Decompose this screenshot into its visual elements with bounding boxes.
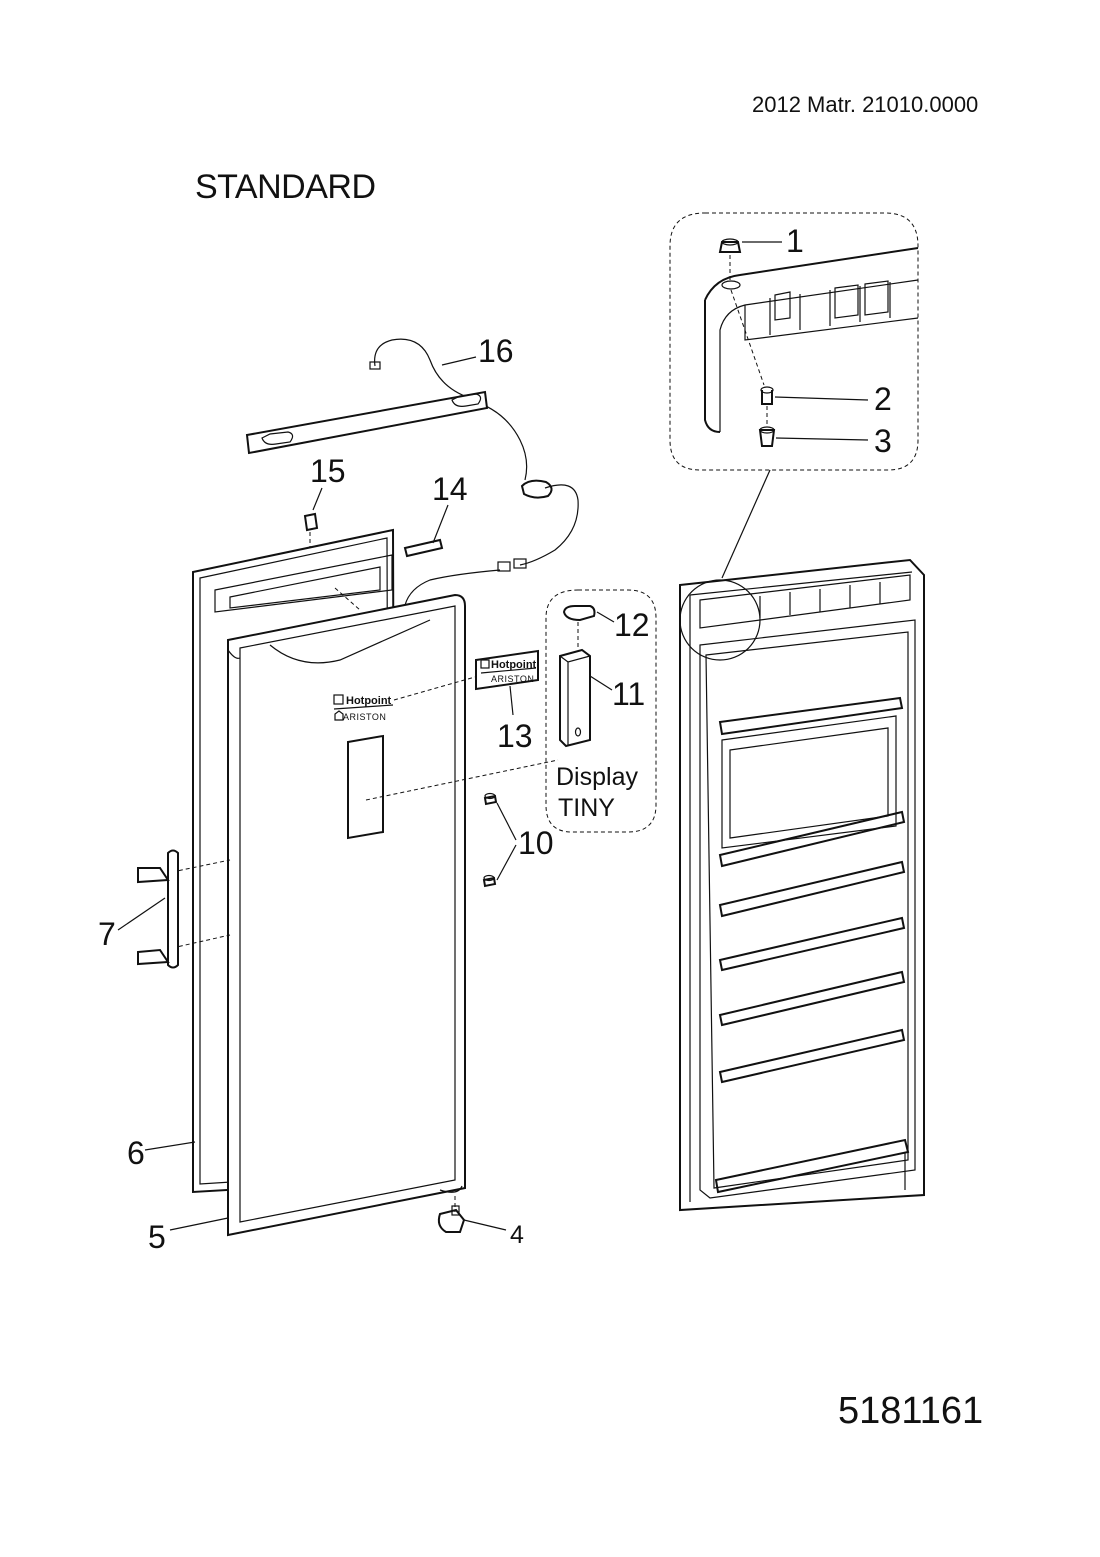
detail-inset: 1 2 3 (669, 212, 919, 579)
display-label: Display (556, 763, 638, 791)
hinge-part-4: 4 (437, 1205, 524, 1249)
callout-5: 5 (148, 1219, 166, 1255)
label-brand-sub: ARISTON (491, 674, 534, 684)
callout-2: 2 (874, 381, 892, 417)
screws-part-10: 10 (482, 792, 554, 888)
display-window (347, 734, 384, 840)
display-tiny-group: 12 11 Display TINY (545, 589, 657, 833)
callout-1: 1 (786, 223, 804, 259)
door-brand-logo: Hotpoint ARISTON (333, 694, 394, 722)
callout-11: 11 (612, 676, 645, 712)
callout-7: 7 (98, 916, 116, 952)
display-model-label: TINY (558, 794, 615, 822)
display-board-part-11 (559, 648, 591, 748)
callout-12: 12 (614, 607, 650, 643)
callout-16: 16 (478, 333, 514, 369)
cap-plug-part-1 (718, 238, 742, 253)
callout-14: 14 (432, 471, 468, 507)
callout-15: 15 (310, 453, 346, 489)
header-code: 2012 Matr. 21010.0000 (752, 92, 979, 117)
door-brand-name: Hotpoint (346, 695, 392, 707)
inner-door-liner (679, 558, 925, 1212)
callout-10: 10 (518, 825, 554, 861)
door-shelves (714, 696, 910, 1194)
pin-part-2 (760, 386, 774, 405)
handle-part-7: 7 (98, 849, 179, 969)
part-14-strip: 14 (403, 471, 468, 558)
section-title: STANDARD (195, 168, 376, 206)
callout-6: 6 (127, 1135, 145, 1171)
drawing-number: 5181161 (838, 1390, 984, 1432)
top-hinge-bar (245, 390, 489, 455)
outer-door-panel-part-5: Hotpoint ARISTON 5 (148, 593, 466, 1255)
callout-4: 4 (510, 1221, 524, 1249)
callout-13: 13 (497, 718, 533, 754)
label-brand-name: Hotpoint (491, 659, 537, 671)
callout-3: 3 (874, 423, 892, 459)
door-brand-sub: ARISTON (343, 712, 386, 722)
brand-label-part-13: Hotpoint ARISTON 13 (475, 649, 539, 754)
cover-part-12 (562, 605, 596, 622)
wiring-part-16: 16 (369, 333, 579, 606)
bushing-part-3 (758, 426, 776, 447)
